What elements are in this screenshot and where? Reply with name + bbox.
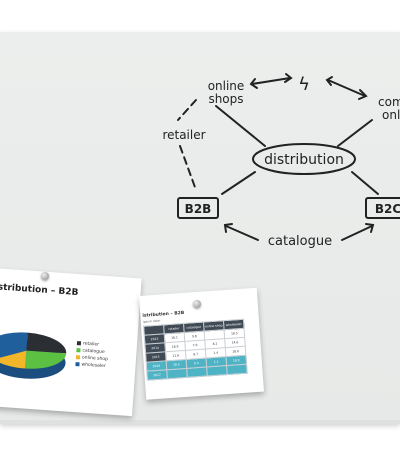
com-label: com	[378, 95, 400, 109]
online-label: online	[208, 79, 245, 93]
legend-swatch	[76, 340, 82, 345]
b2c-label: B2C	[375, 202, 400, 216]
pie-legend: retailer catalogue online shop wholesale…	[75, 340, 109, 370]
b2b-label: B2B	[185, 202, 212, 216]
shops-label: shops	[208, 92, 243, 106]
arrow-catalogue-b2b	[225, 225, 259, 241]
legend-swatch	[75, 361, 80, 366]
arrowhead-left-2	[325, 76, 333, 86]
table-card-title: istribution – B2B	[142, 310, 185, 319]
b2c-box	[365, 197, 400, 219]
table-row-header: 2017	[146, 369, 168, 381]
table-card-subtitle: ipsum dolor	[142, 318, 161, 324]
retailer-label: retailer	[162, 128, 205, 142]
pie-slice-retailer	[26, 332, 67, 354]
table-cell	[226, 364, 248, 375]
pie-slice-catalogue	[25, 350, 67, 369]
table-cell	[186, 366, 208, 378]
whiteboard-tray	[0, 420, 400, 424]
dashed-online-retailer	[177, 99, 197, 121]
pie-chart	[0, 332, 67, 379]
arrowhead-right-2	[358, 89, 368, 100]
arrow-lightning-com	[327, 79, 366, 97]
catalogue-label: catalogue	[268, 234, 332, 249]
legend-swatch	[76, 347, 81, 352]
legend-label: wholesaler	[81, 362, 106, 370]
arrowhead-b2c	[365, 223, 375, 233]
arrowhead-left	[249, 78, 258, 89]
distribution-table: retailer catalogue online shop wholesale…	[143, 319, 248, 381]
table-cell	[206, 365, 228, 376]
magnet-pin	[193, 300, 201, 308]
onl-label: onl	[382, 108, 400, 122]
table-printout: istribution – B2B ipsum dolor retailer c…	[139, 287, 264, 400]
pie-slice-wholesaler	[0, 332, 28, 360]
arrow-online-lightning	[251, 77, 291, 85]
distribution-ellipse	[252, 143, 356, 175]
arrow-catalogue-b2c	[341, 225, 373, 241]
table-cell	[166, 368, 188, 379]
lightning-icon: ϟ	[298, 74, 310, 95]
pie-slice-online-shop	[0, 350, 27, 369]
arrowhead-right	[284, 73, 293, 83]
line-distribution-b2b	[221, 171, 256, 195]
b2b-box	[177, 197, 219, 219]
line-online-distribution	[215, 105, 266, 147]
arrowhead-b2b	[223, 223, 233, 233]
dashed-retailer-b2b	[179, 145, 197, 191]
line-distribution-com	[337, 119, 373, 147]
legend-swatch	[75, 354, 81, 359]
line-distribution-b2c	[351, 171, 379, 195]
magnet-pin	[41, 272, 49, 280]
distribution-label: distribution	[264, 152, 344, 168]
pie-chart-printout: istribution – B2B retailer catalogue onl…	[0, 268, 142, 417]
